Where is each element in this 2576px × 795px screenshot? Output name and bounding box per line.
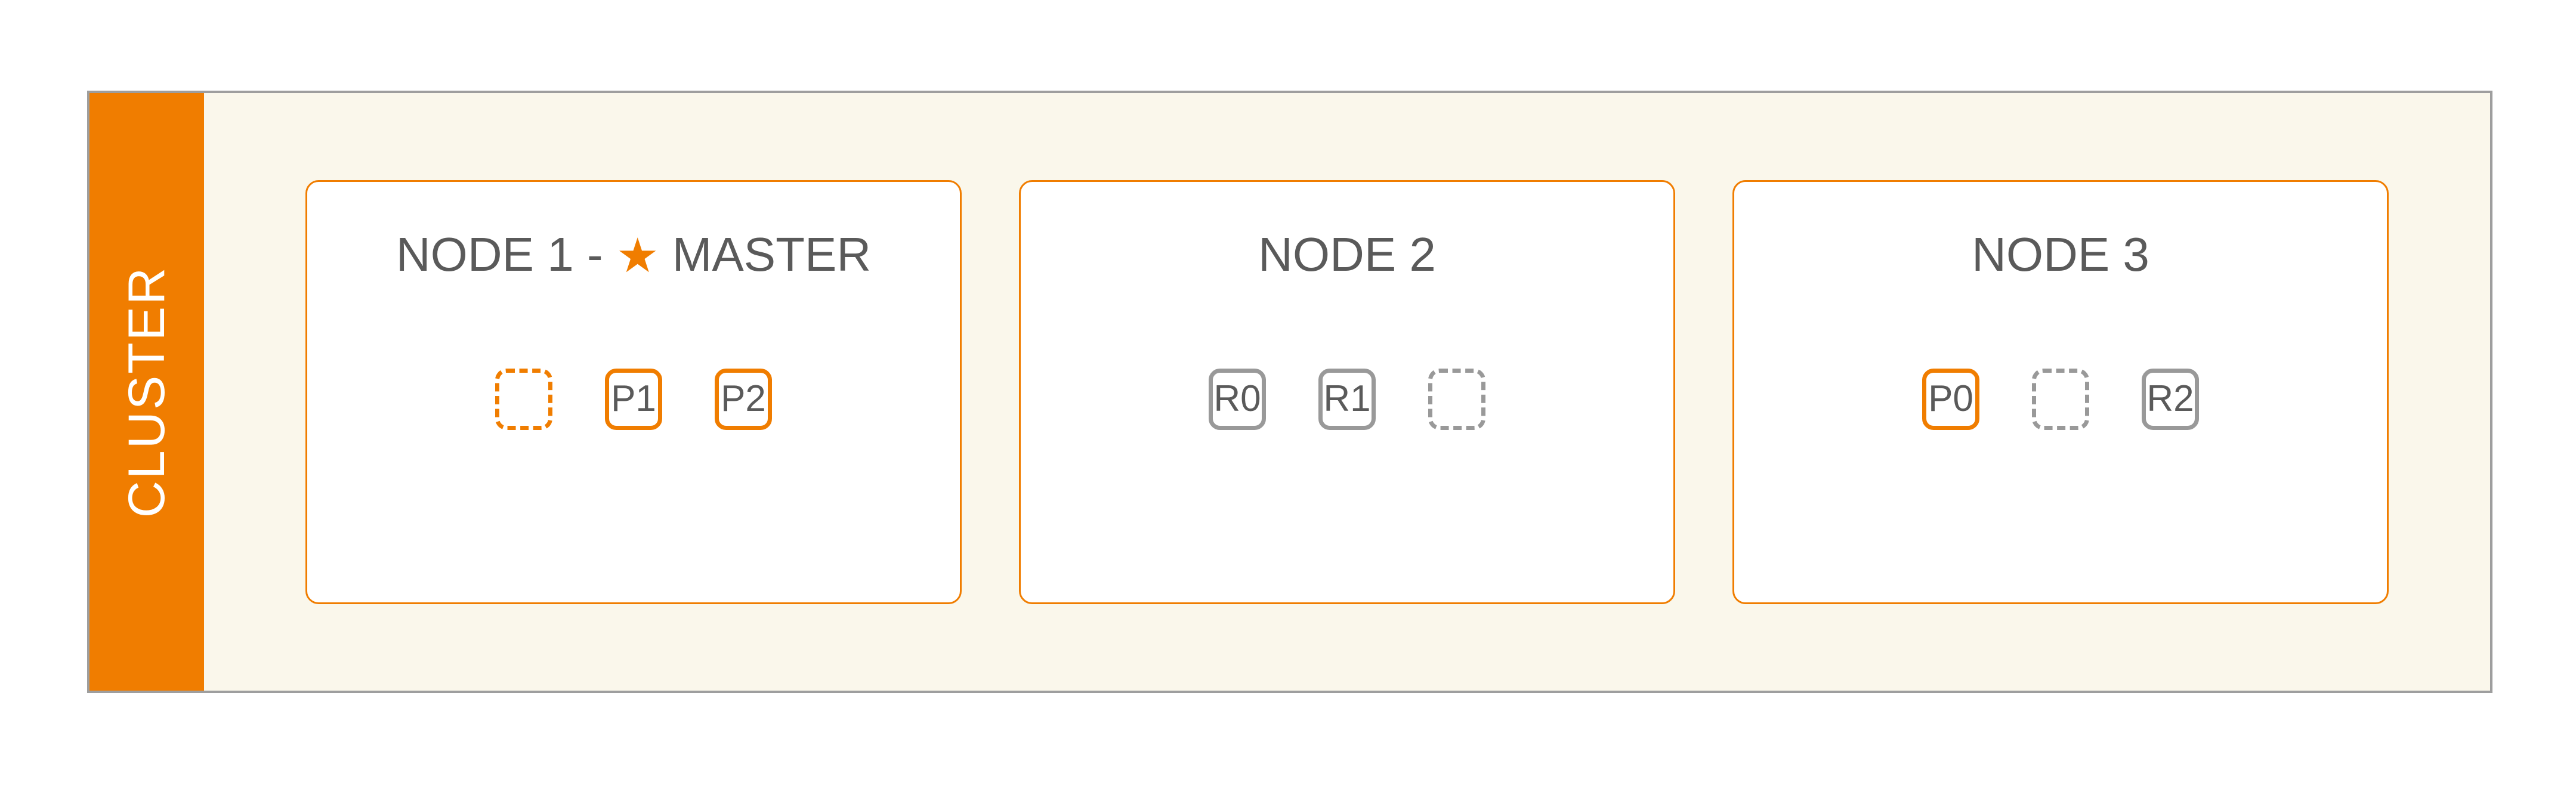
shard-p2[interactable]: P2 <box>715 368 772 430</box>
cluster-container: CLUSTER NODE 1 - ★ MASTER P1 P2 NODE 2 <box>87 91 2492 693</box>
shard-row-2: R0 R1 <box>1021 368 1673 430</box>
node-title-3-prefix: NODE 3 <box>1972 227 2149 281</box>
shard-slot-empty[interactable] <box>2032 368 2089 430</box>
shard-label: P2 <box>721 378 766 419</box>
nodes-row: NODE 1 - ★ MASTER P1 P2 NODE 2 R0 <box>204 93 2490 691</box>
node-title-3: NODE 3 <box>1734 227 2387 281</box>
shard-p1[interactable]: P1 <box>605 368 662 430</box>
node-title-1-prefix: NODE 1 - <box>396 227 616 281</box>
shard-label: R2 <box>2146 378 2194 419</box>
shard-row-3: P0 R2 <box>1734 368 2387 430</box>
master-star-icon: ★ <box>616 228 659 282</box>
shard-r1[interactable]: R1 <box>1318 368 1376 430</box>
shard-label: P1 <box>611 378 656 419</box>
node-card-1[interactable]: NODE 1 - ★ MASTER P1 P2 <box>305 180 962 604</box>
shard-label: R1 <box>1323 378 1371 419</box>
node-card-2[interactable]: NODE 2 R0 R1 <box>1019 180 1675 604</box>
node-title-1: NODE 1 - ★ MASTER <box>307 227 960 282</box>
cluster-label: CLUSTER <box>118 265 175 518</box>
shard-slot-empty[interactable] <box>1428 368 1485 430</box>
node-title-2-prefix: NODE 2 <box>1258 227 1436 281</box>
shard-r0[interactable]: R0 <box>1209 368 1266 430</box>
shard-label: P0 <box>1928 378 1973 419</box>
shard-row-1: P1 P2 <box>307 368 960 430</box>
shard-p0[interactable]: P0 <box>1922 368 1979 430</box>
node-title-2: NODE 2 <box>1021 227 1673 281</box>
shard-slot-empty[interactable] <box>495 368 552 430</box>
cluster-label-strip: CLUSTER <box>89 93 204 691</box>
shard-r2[interactable]: R2 <box>2142 368 2199 430</box>
node-card-3[interactable]: NODE 3 P0 R2 <box>1732 180 2389 604</box>
node-title-1-suffix: MASTER <box>659 227 872 281</box>
shard-label: R0 <box>1213 378 1261 419</box>
